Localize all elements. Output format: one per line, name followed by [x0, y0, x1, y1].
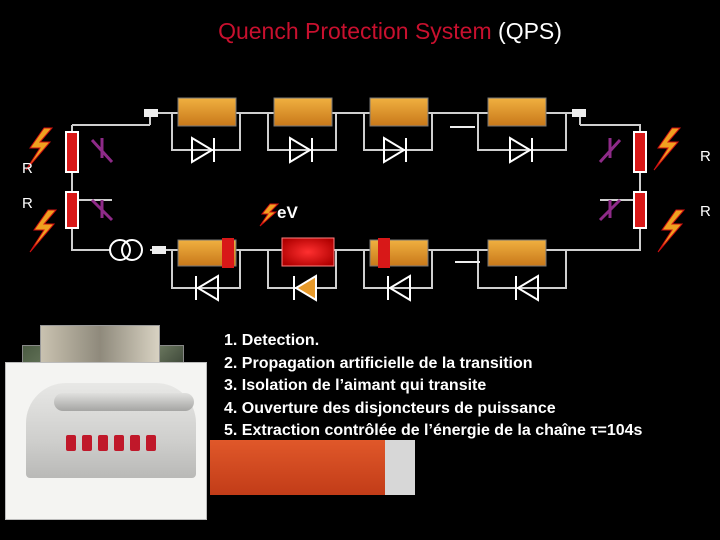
step-item: 5. Extraction contrôlée de l’énergie de …: [224, 420, 642, 443]
wire-loop: [72, 113, 640, 288]
step-item: 4. Ouverture des disjoncteurs de puissan…: [224, 398, 642, 421]
dump-resistor: [66, 192, 78, 228]
lightning-icon: [30, 210, 56, 252]
photo-lab: [40, 325, 160, 367]
tunnel-illustration: [5, 362, 207, 520]
dump-resistor: [66, 132, 78, 172]
diode-icon: [294, 276, 316, 300]
dump-resistor: [634, 132, 646, 172]
quenched-magnet: [282, 238, 334, 266]
switch-units: [66, 435, 162, 456]
magnet: [488, 240, 546, 266]
magnet: [274, 98, 332, 126]
resistor-label: R: [22, 160, 33, 177]
lightning-icon: [654, 128, 680, 170]
bus-bar-tick: [572, 109, 586, 117]
photo-grey: [385, 440, 415, 495]
quench-heater: [222, 238, 234, 268]
breaker-icon: [600, 138, 620, 162]
resistor-label: R: [700, 148, 711, 165]
resistor-label: R: [700, 203, 711, 220]
resistor-label: R: [22, 195, 33, 212]
breaker-icon: [600, 200, 620, 220]
bus-bar-tick: [144, 109, 158, 117]
steps-list: 1. Detection. 2. Propagation artificiell…: [224, 330, 642, 443]
bus-bar-tick: [152, 246, 166, 254]
voltage-label: eV: [277, 203, 298, 223]
power-supply-icon: [110, 240, 142, 260]
magnet: [488, 98, 546, 126]
magnet: [370, 98, 428, 126]
quench-heater: [378, 238, 390, 268]
dump-resistor: [634, 192, 646, 228]
step-item: 1. Detection.: [224, 330, 642, 353]
cryostat-shape: [54, 393, 194, 411]
breaker-icon: [92, 138, 112, 162]
breaker-icon: [92, 200, 112, 220]
magnet: [178, 98, 236, 126]
step-item: 3. Isolation de l’aimant qui transite: [224, 375, 642, 398]
step-item: 2. Propagation artificielle de la transi…: [224, 353, 642, 376]
lightning-icon: [658, 210, 684, 252]
lightning-icon: [260, 204, 278, 226]
